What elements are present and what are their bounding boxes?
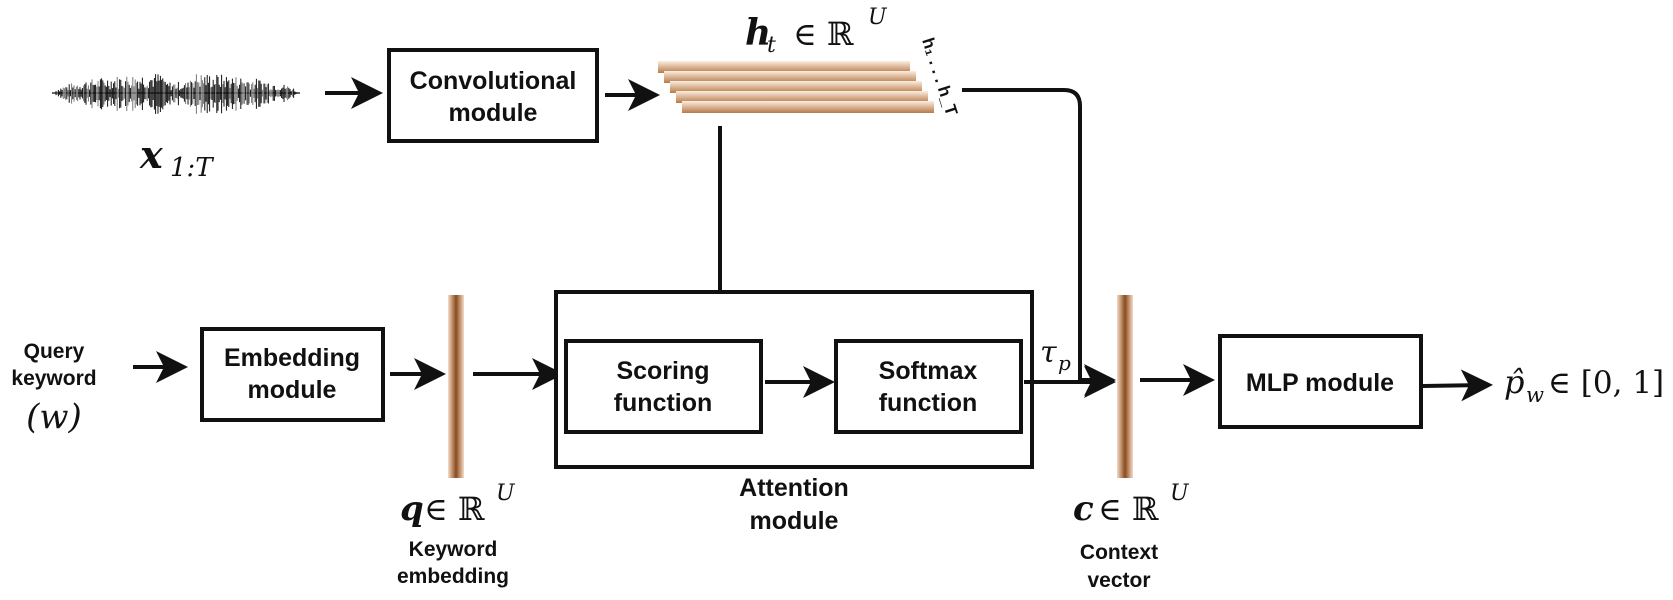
hidden-subscript: t [767, 33, 776, 58]
audio-waveform-icon [52, 74, 300, 114]
arrow-mlp-to-output [1422, 369, 1493, 402]
keyword-vector-caption2: embedding [397, 565, 509, 588]
keyword-vector-label: q ∈ ℝ U [400, 481, 516, 529]
softmax-function-box: Softmax function [834, 339, 1023, 434]
tau-subscript: p [1058, 351, 1071, 375]
mlp-module-box: MLP module [1218, 334, 1423, 429]
convolutional-module-box: Convolutional module [387, 48, 599, 143]
context-vector-symbol: c [1073, 489, 1094, 529]
keyword-vector-symbol: q [400, 489, 424, 529]
context-vector-label: c ∈ ℝ U [1073, 481, 1190, 529]
hidden-symbol: h [745, 12, 771, 54]
tau-symbol: τ [1040, 335, 1057, 370]
mlp-label: MLP module [1246, 369, 1394, 397]
output-label: p̂ w ∈ [0, 1] [1504, 363, 1664, 407]
scoring-function-box: Scoring function [564, 339, 763, 434]
input-symbol: x [139, 132, 164, 177]
query-symbol: (w) [26, 397, 82, 437]
context-vector-superscript: U [1170, 481, 1190, 506]
tau-label: τ p [1040, 335, 1071, 375]
softmax-label-line1: Softmax [879, 357, 978, 385]
attention-caption1: Attention [739, 474, 849, 502]
embedding-label-line1: Embedding [224, 344, 360, 372]
embedding-module-box: Embedding module [200, 327, 385, 422]
keyword-vector-superscript: U [496, 481, 516, 506]
context-vector-caption2: vector [1087, 569, 1150, 592]
hidden-superscript: U [868, 5, 888, 30]
embedding-label-line2: module [248, 376, 337, 404]
conv-label-line2: module [449, 99, 538, 127]
keyword-vector-caption1: Keyword [409, 538, 498, 561]
scoring-label-line1: Scoring [616, 357, 709, 385]
keyword-vector-set: ∈ ℝ [424, 490, 485, 528]
context-vector [1117, 295, 1133, 478]
arrow-features-to-context [962, 88, 1116, 396]
input-subscript: 1:T [170, 153, 214, 183]
attention-caption2: module [750, 507, 839, 535]
query-label-line2: keyword [11, 367, 96, 390]
scoring-label-line2: function [614, 389, 713, 417]
output-subscript: w [1526, 383, 1544, 407]
context-vector-set: ∈ ℝ [1098, 490, 1159, 528]
output-symbol: p̂ [1504, 363, 1524, 401]
keyword-embedding-vector [448, 295, 464, 478]
feature-stack [658, 61, 934, 113]
hidden-state-label: h t ∈ ℝ U [745, 5, 888, 58]
context-vector-caption1: Context [1080, 541, 1158, 564]
output-range: ∈ [0, 1] [1548, 365, 1664, 401]
hidden-set: ∈ ℝ [793, 15, 854, 53]
softmax-label-line2: function [879, 389, 978, 417]
conv-label-line1: Convolutional [410, 67, 577, 95]
query-label-line1: Query [24, 340, 85, 363]
